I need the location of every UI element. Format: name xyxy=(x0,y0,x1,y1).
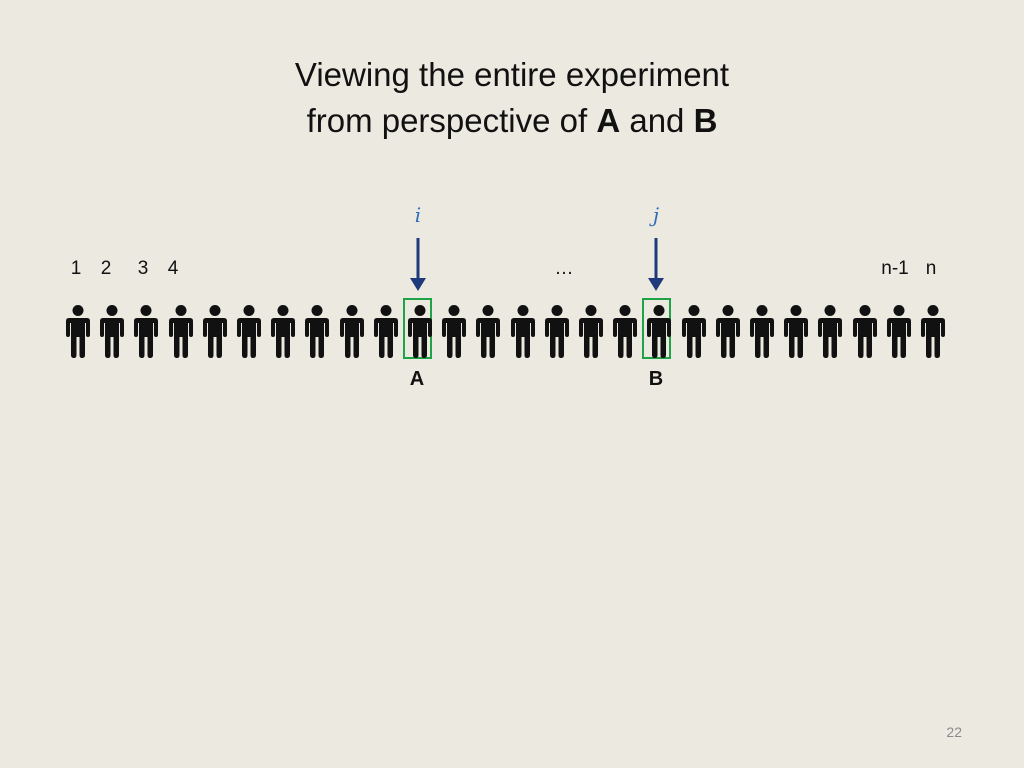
person-icon xyxy=(271,305,296,358)
index-label-n: n xyxy=(925,258,937,279)
index-label-4: 4 xyxy=(167,258,179,279)
person-icon xyxy=(66,305,90,358)
index-label-1: 1 xyxy=(70,258,82,279)
label-a: A xyxy=(409,368,425,390)
person-icon xyxy=(202,305,227,358)
person-icon xyxy=(442,305,467,358)
person-icon xyxy=(305,305,330,358)
title-line-2: from perspective of A and B xyxy=(0,98,1024,144)
index-label-n-minus-1: n-1 xyxy=(881,258,909,279)
page-number: 22 xyxy=(946,724,962,740)
index-label-2: 2 xyxy=(100,258,112,279)
person-icon xyxy=(373,305,398,358)
variable-j: j xyxy=(652,203,660,227)
index-label-3: 3 xyxy=(137,258,149,279)
person-icon xyxy=(339,305,364,358)
person-icon xyxy=(818,305,843,358)
title-b: B xyxy=(693,102,718,139)
slide-title: Viewing the entire experiment from persp… xyxy=(0,52,1024,144)
variable-i: i xyxy=(414,203,422,227)
person-icon xyxy=(408,305,432,358)
title-line-1: Viewing the entire experiment xyxy=(294,56,730,93)
person-icon xyxy=(921,305,945,358)
person-icon xyxy=(237,305,261,358)
person-icon xyxy=(750,305,774,358)
person-icon xyxy=(544,305,569,358)
person-icon xyxy=(100,305,125,358)
person-icon xyxy=(886,305,911,358)
person-icon xyxy=(784,305,809,358)
down-arrow-icon xyxy=(410,238,426,291)
person-row xyxy=(0,300,1024,362)
person-icon xyxy=(510,305,535,358)
title-line-2-prefix: from perspective of xyxy=(306,102,597,139)
person-icon xyxy=(681,305,706,358)
person-icon xyxy=(134,305,159,358)
index-label-ellipsis: … xyxy=(554,258,574,279)
person-icon xyxy=(579,305,603,358)
label-b: B xyxy=(648,368,664,390)
person-icon xyxy=(613,305,638,358)
person-icon xyxy=(647,305,672,358)
person-icon xyxy=(168,305,193,358)
title-a: A xyxy=(596,102,621,139)
person-icon xyxy=(852,305,877,358)
down-arrow-icon xyxy=(648,238,664,291)
person-icon xyxy=(476,305,501,358)
person-icon xyxy=(715,305,740,358)
title-line-2-mid: and xyxy=(620,102,694,139)
